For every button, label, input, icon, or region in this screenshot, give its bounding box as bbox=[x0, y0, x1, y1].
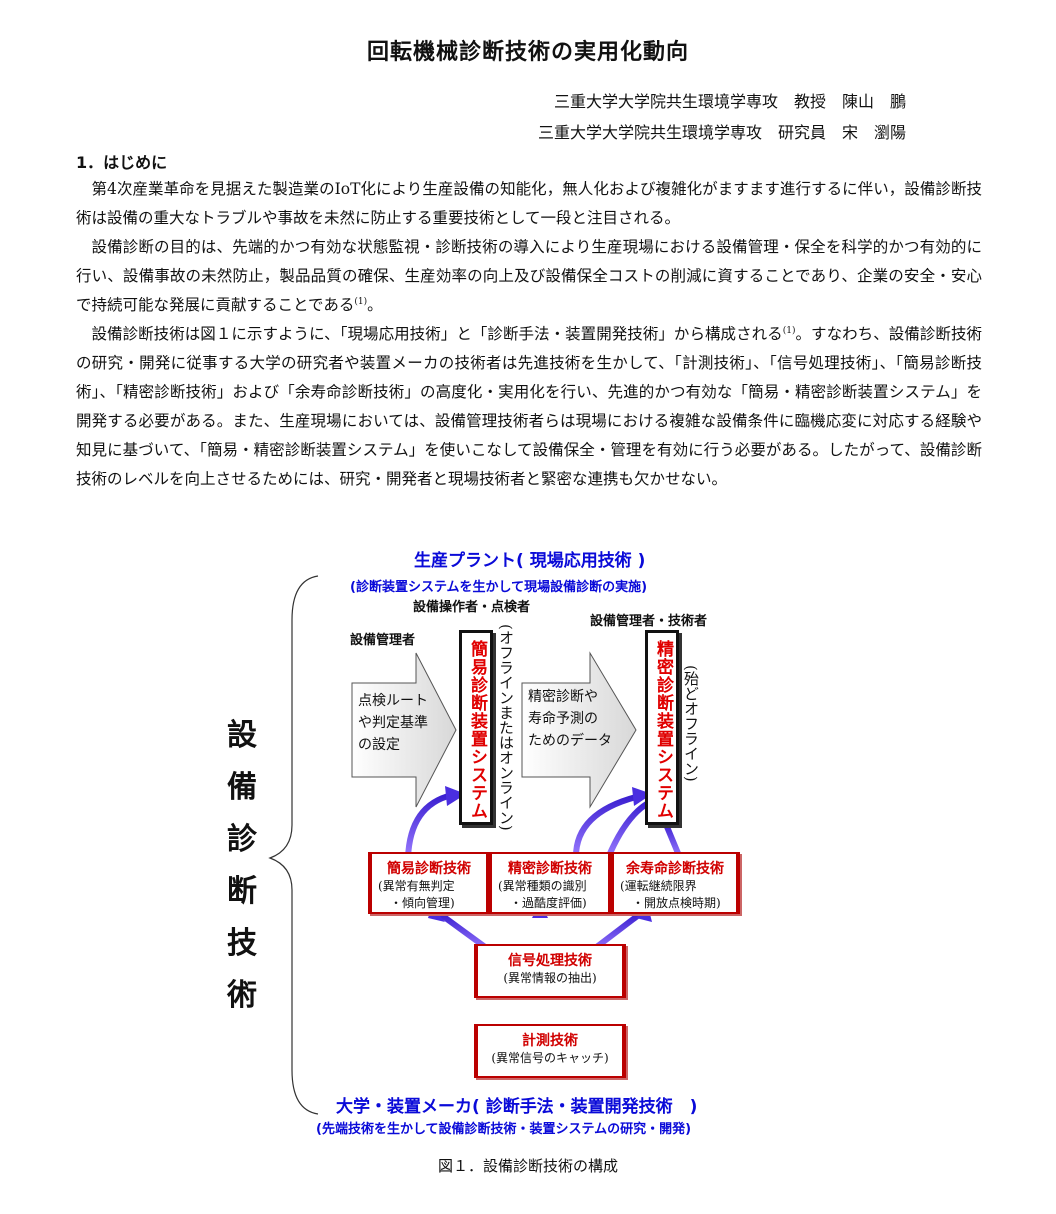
bottom-subtitle: (先端技術を生かして設備診断技術・装置システムの研究・開発) bbox=[316, 1122, 692, 1137]
left-vertical-label: 設 備 診 断 技 術 bbox=[227, 718, 257, 1013]
system2-mode: (殆どオフライン) bbox=[682, 665, 700, 782]
reference-mark: (1) bbox=[354, 296, 368, 307]
author-line-2: 三重大学大学院共生環境学専攻 研究員 宋 瀏陽 bbox=[537, 123, 906, 142]
paragraph-3: 設備診断技術は図１に示すように、「現場応用技術」と「診断手法・装置開発技術」から… bbox=[76, 325, 982, 488]
figure-1: 生産プラント( 現場応用技術 ) (診断装置システムを生かして現場設備診断の実施… bbox=[0, 540, 1056, 1150]
arrow-shape-1 bbox=[351, 652, 457, 808]
section-heading: 1．はじめに bbox=[76, 153, 168, 172]
measurement-box: 計測技術 (異常信号のキャッチ) bbox=[474, 1024, 626, 1078]
paragraph-1: 第4次産業革命を見据えた製造業のIoT化により生産設備の知能化，無人化および複雑… bbox=[76, 180, 982, 227]
signal-processing-box: 信号処理技術 (異常情報の抽出) bbox=[474, 944, 626, 998]
remaining-life-tech-box: 余寿命診断技術 (運転継続限界 ・開放点検時期) bbox=[610, 852, 740, 914]
reference-mark: (1) bbox=[782, 325, 796, 336]
engineer-label: 設備管理者・技術者 bbox=[590, 614, 708, 629]
figure-caption: 図１．設備診断技術の構成 bbox=[437, 1157, 618, 1175]
precise-diagnosis-tech-box: 精密診断技術 (異常種類の識別 ・過酷度評価) bbox=[488, 852, 612, 914]
simple-diagnosis-system-box: 簡易診断装置システム bbox=[459, 630, 493, 825]
arrow-shape-2 bbox=[521, 651, 637, 809]
arrow2-text: 精密診断や 寿命予測の ためのデータ bbox=[528, 689, 612, 749]
paper-title: 回転機械診断技術の実用化動向 bbox=[366, 40, 689, 65]
top-title: 生産プラント( 現場応用技術 ) bbox=[414, 551, 646, 571]
body-text: 第4次産業革命を見据えた製造業のIoT化により生産設備の知能化，無人化および複雑… bbox=[76, 175, 982, 494]
operator-label: 設備操作者・点検者 bbox=[413, 600, 531, 615]
simple-diagnosis-tech-box: 簡易診断技術 (異常有無判定 ・傾向管理) bbox=[368, 852, 490, 914]
left-brace bbox=[268, 575, 319, 1115]
system1-mode: (オフラインまたはオンライン) bbox=[497, 624, 515, 831]
author-line-1: 三重大学大学院共生環境学専攻 教授 陳山 鵬 bbox=[553, 92, 906, 111]
precise-diagnosis-system-box: 精密診断装置システム bbox=[645, 630, 679, 825]
paragraph-2: 設備診断の目的は、先端的かつ有効な状態監視・診断技術の導入により生産現場における… bbox=[76, 238, 982, 314]
manager-label: 設備管理者 bbox=[350, 633, 416, 648]
arrow1-text: 点検ルート や判定基準 の設定 bbox=[358, 693, 428, 753]
bottom-title: 大学・装置メーカ( 診断手法・装置開発技術 ) bbox=[336, 1097, 698, 1117]
top-subtitle: (診断装置システムを生かして現場設備診断の実施) bbox=[350, 580, 648, 595]
